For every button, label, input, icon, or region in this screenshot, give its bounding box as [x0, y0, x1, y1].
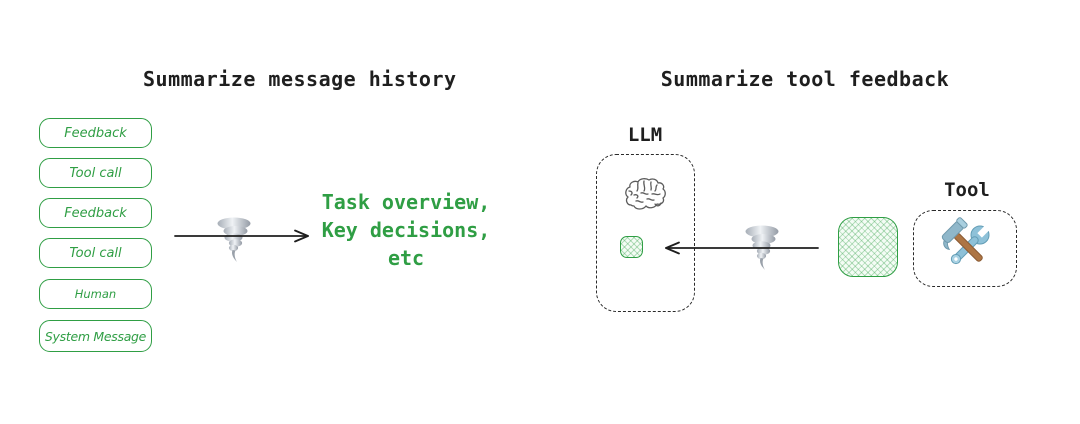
message-box-label: Human: [74, 287, 117, 301]
message-box-tool-call-2: Tool call: [39, 238, 152, 268]
summary-result-text: Task overview, Key decisions, etc: [300, 188, 512, 272]
tornado-icon: [744, 225, 780, 271]
tool-feedback-box: [838, 217, 898, 277]
message-box-tool-call-1: Tool call: [39, 158, 152, 188]
arrow-right: [170, 226, 314, 246]
summary-result-line: Task overview,: [321, 190, 491, 214]
summarized-feedback-box: [620, 236, 643, 258]
tool-label: Tool: [944, 179, 990, 201]
message-box-label: System Message: [44, 328, 147, 344]
summary-result-line: etc: [387, 246, 425, 270]
message-box-feedback-2: Feedback: [39, 198, 152, 228]
message-box-label: Tool call: [69, 165, 122, 181]
message-box-label: Feedback: [64, 205, 127, 221]
llm-label: LLM: [627, 124, 663, 146]
brain-icon: [624, 178, 666, 212]
message-box-system-message: System Message: [39, 320, 152, 352]
message-box-feedback-1: Feedback: [39, 118, 152, 148]
left-panel-title: Summarize message history: [143, 67, 457, 91]
summary-result-line: Key decisions,: [321, 218, 491, 242]
hammer-wrench-icon: [940, 217, 992, 275]
message-box-human: Human: [39, 279, 152, 309]
message-box-label: Feedback: [64, 125, 127, 141]
right-panel-title: Summarize tool feedback: [660, 67, 950, 91]
tornado-icon: [216, 217, 252, 263]
arrow-left: [660, 238, 820, 258]
message-box-label: Tool call: [69, 245, 122, 261]
